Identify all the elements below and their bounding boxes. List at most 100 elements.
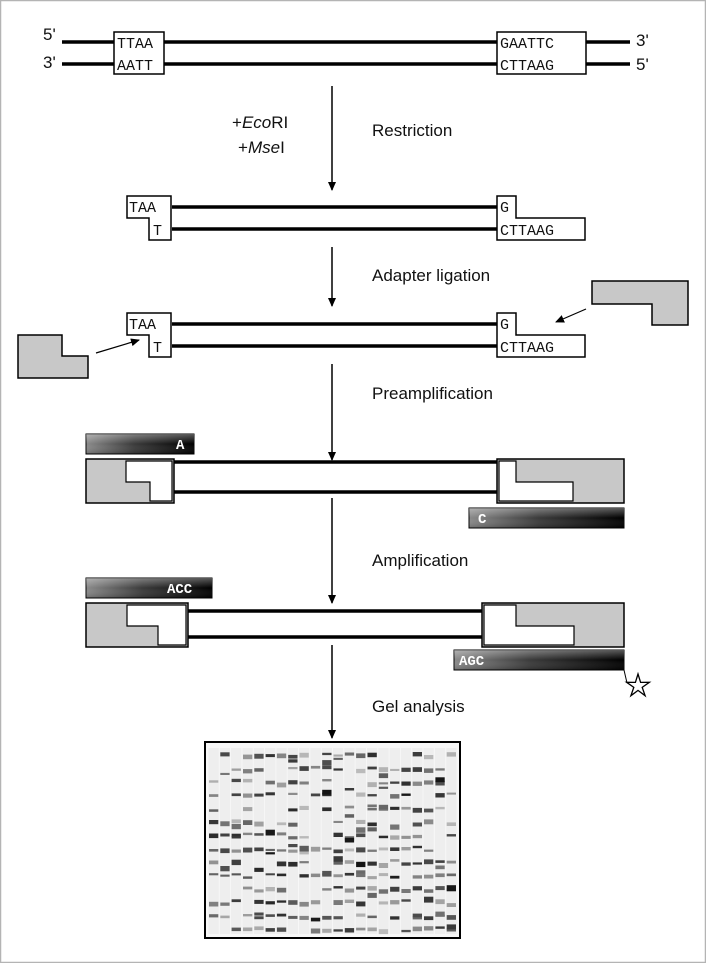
gel-band [412, 752, 422, 757]
gel-band [333, 860, 343, 865]
gel-band [390, 859, 400, 862]
gel-band [412, 845, 422, 849]
gel-band [344, 899, 355, 903]
eco-site-bottom: CTTAAG [500, 58, 554, 75]
gel-band [288, 915, 298, 919]
preamp-right-insert [498, 460, 574, 502]
gel-band [288, 900, 298, 905]
gel-band [412, 926, 422, 932]
gel-band [367, 822, 377, 827]
gel-lane [287, 748, 298, 934]
gel-band [344, 837, 355, 843]
gel-lane [333, 748, 344, 934]
gel-band [333, 856, 343, 862]
gel-band [435, 899, 445, 905]
gel-band [265, 852, 275, 855]
gel-band [401, 806, 411, 810]
gel-lane [400, 748, 412, 934]
gel-band [378, 889, 389, 894]
gel-band [299, 836, 309, 839]
mse-end-top: TAA [129, 200, 156, 217]
gel-band [322, 789, 332, 795]
gel-band [288, 808, 298, 812]
gel-band [356, 901, 366, 907]
gel-band [412, 807, 422, 813]
gel-lane [265, 748, 276, 934]
gel-band [344, 752, 355, 756]
gel-band [401, 929, 411, 933]
end-3-left: 3' [43, 53, 56, 72]
gel-band [390, 835, 400, 840]
gel-band [401, 767, 411, 772]
mse-site-top: TTAA [117, 36, 153, 53]
gel-band [254, 847, 264, 852]
gel-band [401, 847, 411, 851]
enzymes: +EcoRI +MseI [232, 113, 288, 157]
gel-band [209, 820, 219, 825]
gel-band [435, 768, 445, 771]
gel-band [322, 760, 332, 766]
gel-band [435, 860, 445, 863]
gel-lane [367, 748, 378, 934]
end-5-right: 5' [636, 55, 649, 74]
gel-band [333, 929, 343, 932]
gel-band [356, 870, 366, 874]
amp-fragment: ACC AGC [85, 577, 652, 698]
gel-band [220, 752, 230, 757]
gel-band [356, 886, 366, 890]
gel-band [231, 819, 241, 824]
gel-band [243, 778, 253, 783]
ligation-fragment: TAA T G CTTAAG [17, 280, 689, 379]
gel-band [333, 900, 343, 905]
gel-band [412, 862, 422, 865]
gel-band [378, 835, 389, 839]
gel-band [424, 849, 434, 852]
gel-band [322, 779, 332, 782]
eco-end-box-2 [496, 312, 586, 358]
gel-lane [389, 748, 400, 934]
gel-band [378, 786, 389, 789]
gel-band [265, 780, 275, 785]
gel-band [276, 861, 287, 867]
gel-band [299, 901, 309, 907]
preamp-primer-mse-shine [469, 508, 624, 528]
gel-band [435, 777, 445, 783]
end-3-right: 3' [636, 31, 649, 50]
gel-band [435, 911, 445, 917]
gel-band [378, 773, 389, 779]
gel-band [231, 793, 241, 797]
gel-band [446, 822, 456, 826]
gel-band [424, 780, 434, 785]
gel-band [231, 768, 241, 771]
restriction-fragment: TAA T G CTTAAG [126, 195, 586, 241]
gel-band [446, 873, 456, 877]
gel-band [333, 757, 343, 760]
gel-band [390, 886, 400, 892]
mse-adapter [17, 334, 89, 379]
gel-band [390, 916, 400, 920]
gel-band [435, 926, 445, 929]
gel-band [356, 847, 366, 853]
gel-band [367, 849, 377, 852]
gel-band [412, 834, 422, 839]
step-restriction: Restriction [372, 121, 452, 140]
gel-band [356, 861, 366, 868]
gel-band [390, 875, 400, 879]
gel-bands [208, 748, 457, 935]
gel-band [254, 912, 264, 916]
gel-band [276, 927, 287, 932]
gel-band [209, 873, 219, 876]
gel-band [209, 794, 219, 797]
gel-lane [276, 748, 287, 934]
gel-band [231, 849, 241, 853]
gel-band [299, 752, 309, 758]
gel-lane [253, 748, 265, 934]
eco-site-box [496, 31, 587, 75]
amp-primer-mse-shine [454, 650, 624, 670]
gel-band [356, 833, 366, 838]
gel-band [310, 846, 321, 852]
gel-band [356, 768, 366, 774]
gel-band [288, 767, 298, 770]
gel-band [243, 927, 253, 932]
